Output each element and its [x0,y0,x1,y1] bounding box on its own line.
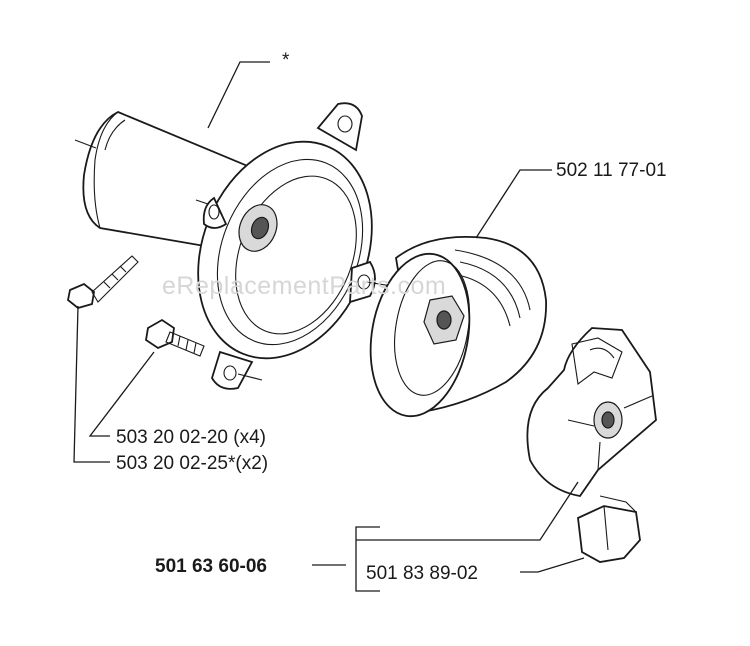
callout-screw-b: 503 20 02-25*(x2) [116,453,268,474]
screw-short[interactable] [145,318,205,357]
leader-lines [73,61,585,592]
callout-clutch-drum: 502 11 77-01 [556,160,667,181]
clutch-drum[interactable] [358,235,547,424]
screw-long[interactable] [67,255,139,309]
clutch-shoes[interactable] [526,327,657,497]
callout-housing-mark: * [282,50,290,71]
callout-clutch-assembly: 501 63 60-06 [155,556,267,577]
gear-housing[interactable] [74,102,403,390]
callout-clutch-spring: 501 83 89-02 [366,563,478,584]
spring-clip[interactable] [577,495,641,563]
callout-screw-a: 503 20 02-20 (x4) [116,427,266,448]
watermark-text: eReplacementParts.com [162,272,446,300]
